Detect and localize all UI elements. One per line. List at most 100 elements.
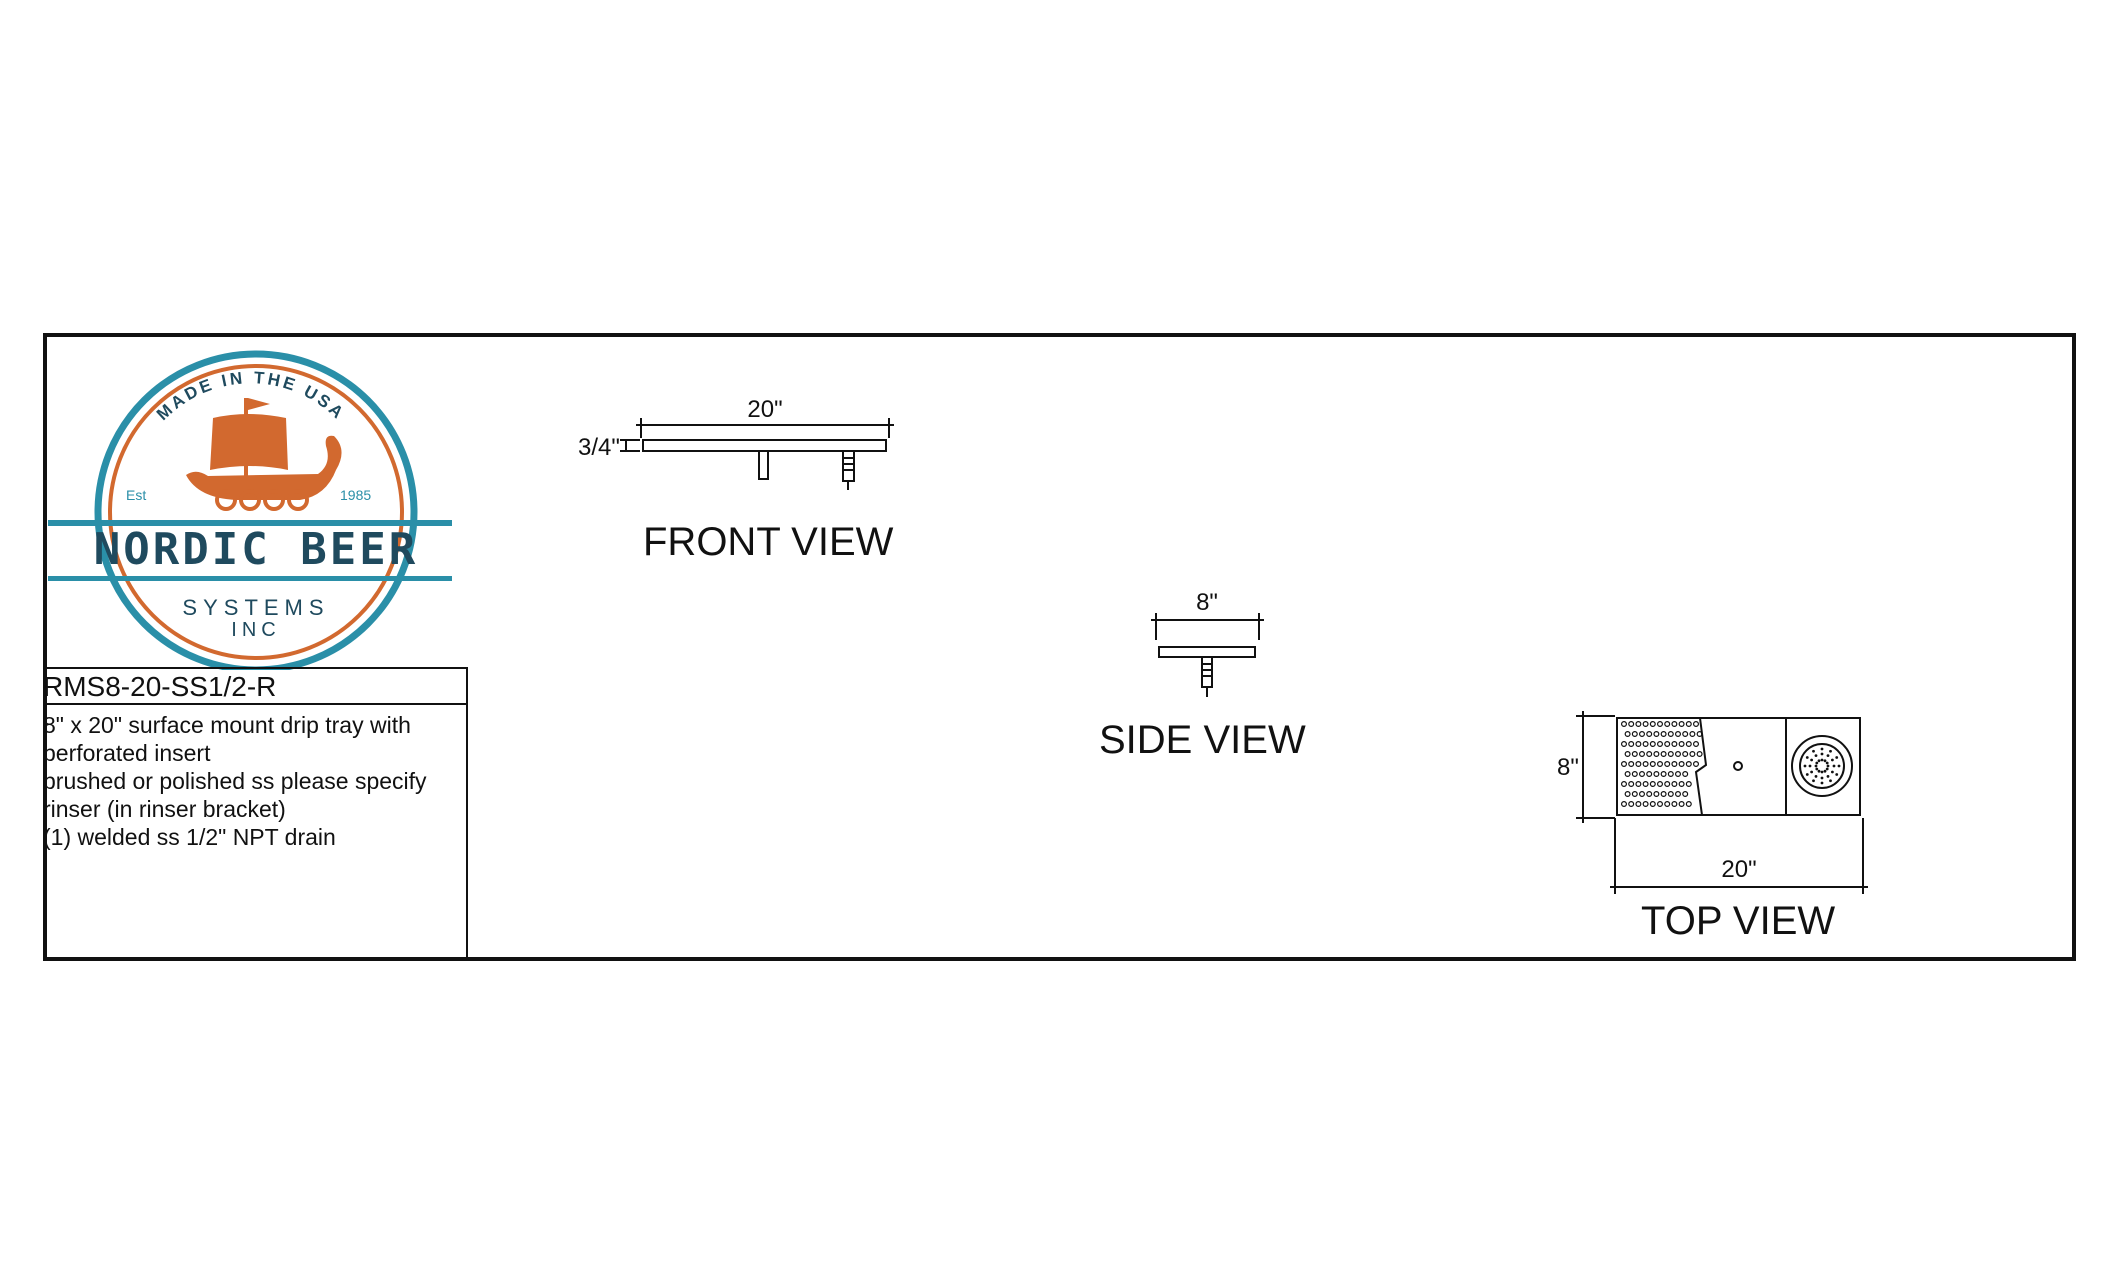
company-logo: MADE IN THE USA Est 1985 NORDIC BEER SYS… — [48, 350, 452, 670]
perforation-hole — [1656, 760, 1663, 767]
perforation-hole — [1631, 790, 1638, 797]
perforation-hole — [1692, 720, 1699, 727]
perforation-hole — [1685, 760, 1692, 767]
perforation-hole — [1628, 800, 1635, 807]
perforation-hole — [1646, 730, 1653, 737]
top-drain — [1733, 761, 1743, 771]
front-width-dim: 20" — [747, 396, 782, 423]
top-tray-outline — [1616, 717, 1861, 816]
perforation-hole — [1656, 780, 1663, 787]
perforation-hole — [1660, 790, 1667, 797]
perforation-hole — [1678, 740, 1685, 747]
perforation-hole — [1685, 720, 1692, 727]
perforation-hole — [1649, 760, 1656, 767]
perforation-hole — [1664, 760, 1671, 767]
perforation-hole — [1664, 720, 1671, 727]
rinser-hole — [1814, 754, 1818, 758]
logo-line3: INC — [231, 619, 280, 641]
perforation-hole — [1635, 780, 1642, 787]
perforation-hole — [1649, 780, 1656, 787]
top-view — [1576, 711, 1868, 894]
perforation-hole — [1642, 800, 1649, 807]
perforation-hole — [1638, 790, 1645, 797]
logo-name: NORDIC BEER — [94, 524, 418, 575]
perforation-hole — [1682, 730, 1689, 737]
perforation-hole — [1664, 740, 1671, 747]
rinser-hole — [1830, 770, 1834, 774]
perforation-hole — [1674, 730, 1681, 737]
rinser-hole — [1829, 779, 1832, 783]
perforation-hole — [1631, 750, 1638, 757]
perforation-hole — [1642, 760, 1649, 767]
logo-band-top — [48, 520, 452, 526]
perforation-hole — [1653, 750, 1660, 757]
perforation-hole — [1685, 740, 1692, 747]
perforation-hole — [1667, 790, 1674, 797]
perforation-hole — [1653, 730, 1660, 737]
perforation-hole — [1660, 750, 1667, 757]
front-tray-body — [642, 439, 887, 452]
side-view — [1151, 613, 1264, 697]
rinser-hole — [1820, 747, 1824, 751]
perforation-hole — [1692, 740, 1699, 747]
perforation-hole — [1678, 760, 1685, 767]
perforation-hole — [1685, 800, 1692, 807]
rinser-hole — [1825, 761, 1829, 765]
perforation-hole — [1620, 760, 1627, 767]
perforation-hole — [1624, 790, 1631, 797]
description-line: rinser (in rinser bracket) — [43, 796, 286, 822]
perforation-hole — [1620, 720, 1627, 727]
perforation-hole — [1671, 720, 1678, 727]
top-perforation-pattern — [1620, 720, 1703, 807]
perforation-hole — [1667, 750, 1674, 757]
perforation-hole — [1671, 760, 1678, 767]
perforation-hole — [1649, 740, 1656, 747]
rinser-hole — [1835, 756, 1839, 759]
perforation-hole — [1635, 760, 1642, 767]
perforation-hole — [1624, 730, 1631, 737]
rinser-perforation-pattern — [1803, 747, 1841, 785]
perforation-hole — [1649, 800, 1656, 807]
perforation-hole — [1667, 730, 1674, 737]
perforation-hole — [1638, 730, 1645, 737]
perforation-hole — [1674, 770, 1681, 777]
logo-inner-ring — [108, 364, 404, 660]
rinser-hole — [1820, 781, 1824, 785]
front-view-label: FRONT VIEW — [643, 520, 894, 564]
rinser-hole — [1826, 754, 1830, 758]
front-view — [620, 418, 894, 490]
perforation-hole — [1620, 740, 1627, 747]
side-tray-body — [1158, 646, 1256, 658]
perforation-hole — [1671, 780, 1678, 787]
rinser-hole — [1832, 764, 1836, 768]
rinser-hole — [1808, 764, 1812, 768]
logo-band-bottom — [48, 576, 452, 581]
perforation-hole — [1628, 720, 1635, 727]
perforation-hole — [1653, 790, 1660, 797]
top-view-label: TOP VIEW — [1641, 899, 1836, 943]
rinser-hole — [1823, 759, 1827, 763]
perforation-hole — [1674, 790, 1681, 797]
viking-ship-icon — [186, 398, 342, 511]
description: 8" x 20" surface mount drip tray with pe… — [43, 711, 463, 851]
perforation-hole — [1631, 730, 1638, 737]
perforation-hole — [1689, 750, 1696, 757]
perforation-hole — [1696, 750, 1703, 757]
rinser-hole — [1830, 758, 1834, 762]
perforation-hole — [1638, 750, 1645, 757]
rinser-hole — [1814, 764, 1818, 768]
rinser-hole — [1820, 770, 1824, 774]
rinser-hole — [1810, 758, 1814, 762]
perforation-hole — [1667, 770, 1674, 777]
description-line: 8" x 20" surface mount drip tray with — [43, 712, 411, 738]
perforation-hole — [1642, 720, 1649, 727]
rinser-hole — [1812, 749, 1815, 753]
drawing-border — [43, 333, 2076, 961]
perforation-hole — [1682, 750, 1689, 757]
perforation-hole — [1674, 750, 1681, 757]
perforation-hole — [1653, 770, 1660, 777]
perforation-hole — [1682, 770, 1689, 777]
rinser-hole — [1826, 774, 1830, 778]
front-drain — [758, 450, 769, 480]
description-line: brushed or polished ss please specify — [43, 768, 427, 794]
